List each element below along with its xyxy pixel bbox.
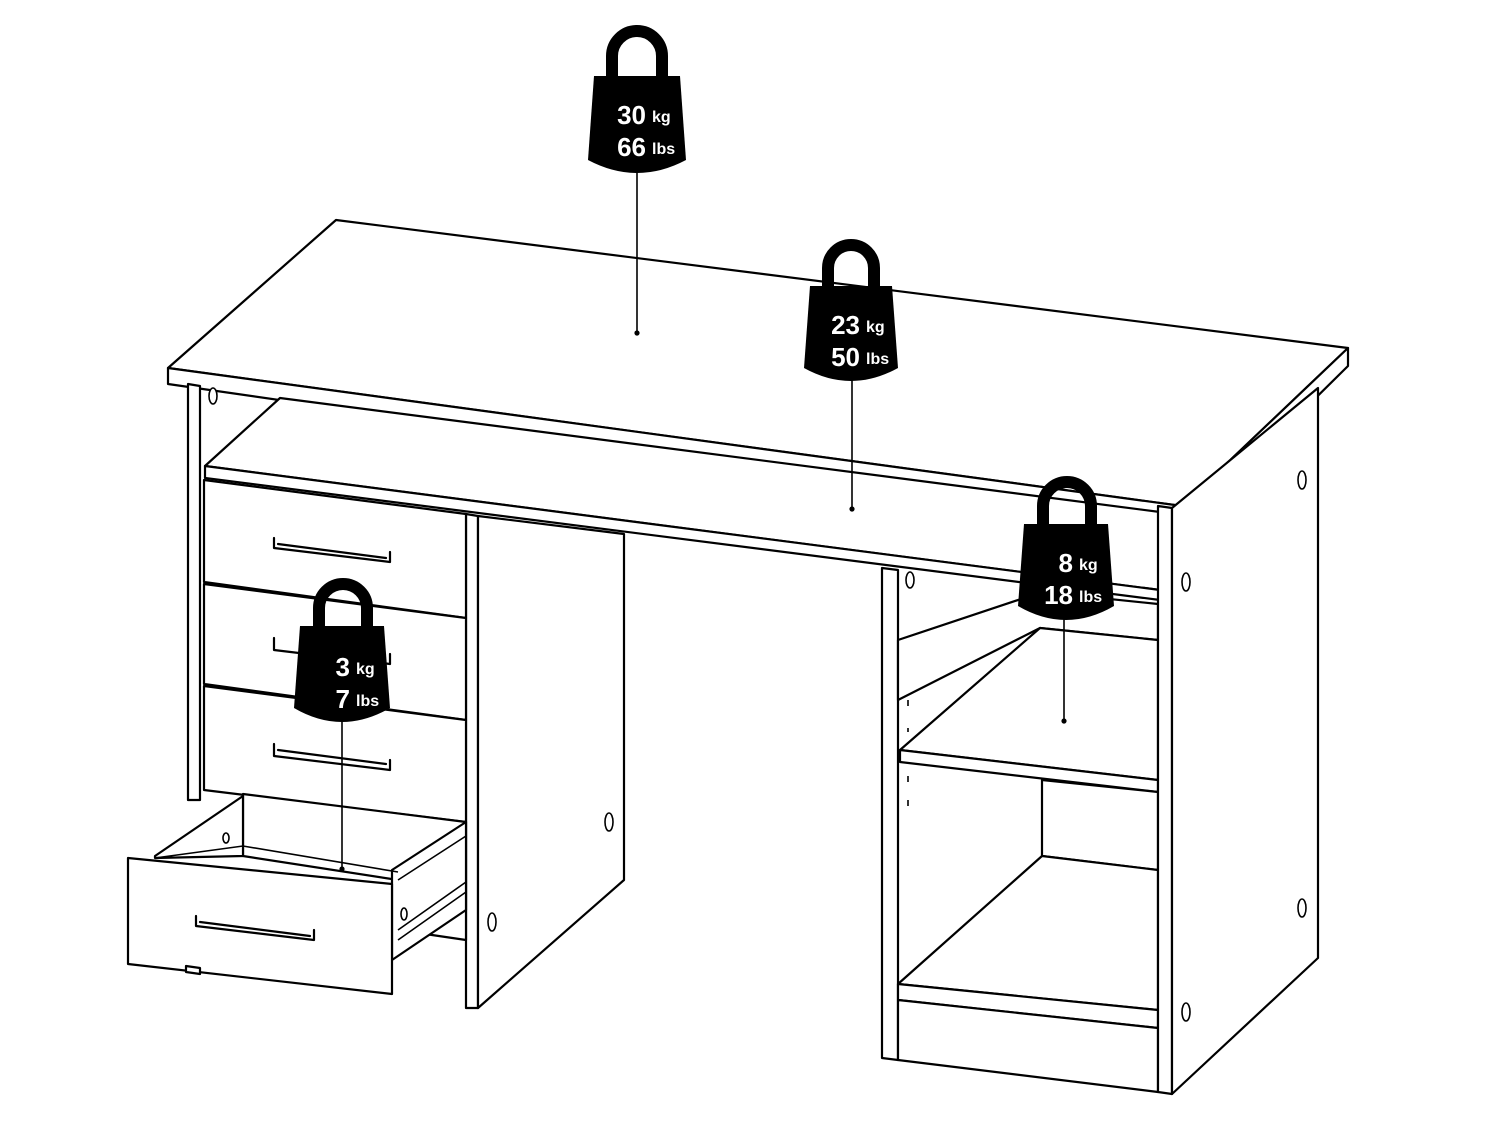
weight-drawer: 3 kg 7 lbs (294, 578, 390, 872)
weight-icon (294, 626, 390, 722)
right-pedestal (880, 386, 1320, 1096)
weight-side-shelf: 8 kg 18 lbs (1018, 476, 1114, 724)
weight-kg-value: 3 (336, 652, 350, 682)
weight-kg-unit: kg (866, 319, 885, 336)
weight-kg-unit: kg (1079, 557, 1098, 574)
weight-kg-value: 23 (831, 310, 860, 340)
left-side-panel (186, 382, 218, 802)
weight-lbs-value: 66 (617, 132, 646, 162)
left-cabinet (464, 512, 626, 1010)
weight-kg-value: 8 (1059, 548, 1073, 578)
weight-lbs-unit: lbs (356, 693, 379, 710)
weight-icon (588, 76, 686, 173)
weight-lbs-unit: lbs (1079, 589, 1102, 606)
weight-icon (804, 286, 898, 381)
open-drawer (126, 792, 468, 996)
weight-kg-value: 30 (617, 100, 646, 130)
weight-kg-unit: kg (356, 661, 375, 678)
weight-lbs-value: 50 (831, 342, 860, 372)
weight-lbs-value: 7 (336, 684, 350, 714)
weight-desktop: 30 kg 66 lbs (588, 25, 686, 336)
weight-icon (1018, 524, 1114, 620)
weight-lbs-unit: lbs (652, 141, 675, 158)
weight-lbs-unit: lbs (866, 351, 889, 368)
weight-keyboard-shelf: 23 kg 50 lbs (804, 239, 898, 512)
weight-kg-unit: kg (652, 109, 671, 126)
weight-lbs-value: 18 (1044, 580, 1073, 610)
